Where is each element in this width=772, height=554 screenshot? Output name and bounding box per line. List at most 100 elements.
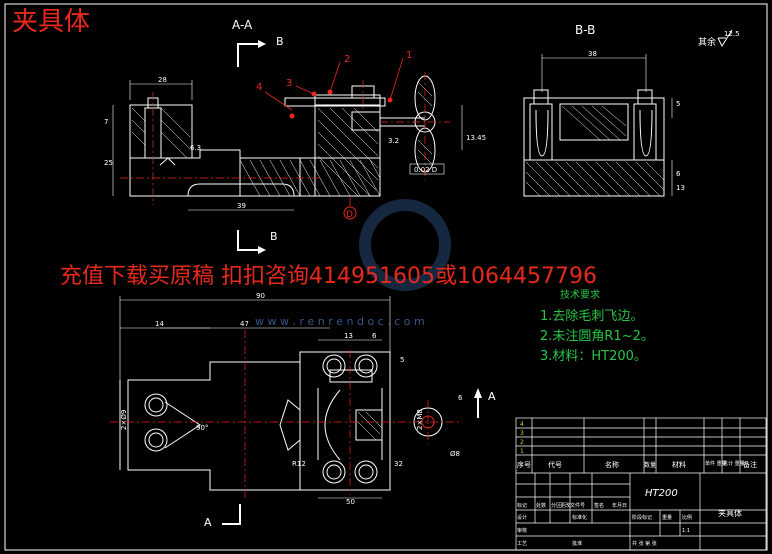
tb-cell: 标准化 bbox=[572, 514, 587, 521]
tb-cell: 比例 bbox=[682, 514, 692, 521]
tb-cell: 标记 bbox=[517, 502, 527, 509]
requirement-item: 3.材料：HT200。 bbox=[540, 349, 647, 364]
header-cell: 材料 bbox=[672, 460, 686, 469]
tb-cell: 审核 bbox=[517, 527, 527, 534]
balloon-3: 3 bbox=[286, 78, 292, 89]
tb-cell: 分区 bbox=[551, 502, 561, 509]
datum-letter: D bbox=[346, 210, 353, 220]
balloon-4: 4 bbox=[256, 82, 262, 93]
tb-cell: 签名 bbox=[594, 502, 604, 509]
dim-plan-v: 90° bbox=[196, 424, 208, 432]
watermark-url: w w w . r e n r e n d o c . c o m bbox=[255, 315, 425, 328]
dim-aa-top: 28 bbox=[158, 76, 167, 84]
drawing-frame bbox=[4, 3, 768, 551]
section-a-right-letter: A bbox=[488, 390, 496, 403]
title-block bbox=[515, 417, 767, 551]
roughness-symbol bbox=[717, 29, 733, 48]
tb-cell: 处数 bbox=[536, 502, 546, 509]
title-block-headers: 序号 代号 名称 数量 材料 单件 重量 总计 重量 备注 bbox=[517, 460, 757, 469]
arrow-head bbox=[474, 388, 482, 398]
tolerance-frame bbox=[409, 163, 445, 175]
requirement-item: 1.去除毛刺飞边。 bbox=[540, 309, 643, 324]
section-a-bottom-letter: A bbox=[204, 516, 212, 529]
section-arrow-a-bottom bbox=[222, 504, 241, 525]
balloon-2: 2 bbox=[344, 54, 350, 65]
drawing-title: 夹具体 bbox=[12, 7, 90, 37]
section-arrow-b-bottom bbox=[237, 230, 258, 251]
header-cell: 单件 重量 bbox=[705, 460, 727, 467]
part-number: 2 bbox=[520, 439, 524, 446]
datum-circle bbox=[343, 206, 357, 220]
roughness-note: 其余 bbox=[698, 36, 716, 48]
plan-center-lines bbox=[110, 330, 460, 500]
view-aa-hatch bbox=[131, 107, 381, 197]
tb-cell: 更改文件号 bbox=[560, 502, 585, 509]
view-bb-hatch bbox=[525, 105, 665, 197]
header-cell: 数量 bbox=[644, 461, 656, 469]
watermark-logo bbox=[359, 199, 451, 291]
balloon-leaders bbox=[264, 57, 404, 111]
dim-aa-right-h: 13.45 bbox=[466, 134, 486, 142]
dim-plan-hole-w2: 6 bbox=[372, 332, 377, 340]
dim-aa-r: 6.3 bbox=[190, 144, 201, 152]
dim-plan-phi: Ø8 bbox=[450, 450, 460, 458]
roughness-value: 12.5 bbox=[724, 30, 740, 38]
dim-plan-bottom: 50 bbox=[346, 498, 355, 506]
dim-plan-hole-w: 13 bbox=[344, 332, 353, 340]
section-aa-label: A-A bbox=[232, 18, 253, 32]
watermark-text: 充值下载买原稿 扣扣咨询414951605或1064457796 bbox=[60, 264, 597, 289]
header-cell: 名称 bbox=[605, 460, 619, 469]
dim-bb-top: 38 bbox=[588, 50, 597, 58]
tb-cell: 共 张 第 张 bbox=[632, 540, 657, 547]
dim-plan-total: 90 bbox=[256, 292, 265, 300]
dim-plan-left: 14 bbox=[155, 320, 164, 328]
balloon-dot bbox=[327, 89, 333, 95]
dim-aa-side-left: 7 bbox=[104, 118, 108, 126]
dim-aa-side-h: 25 bbox=[104, 159, 113, 167]
header-cell: 代号 bbox=[548, 460, 562, 469]
tb-cell: 1:1 bbox=[682, 528, 690, 534]
dim-plan-mid: 47 bbox=[240, 320, 249, 328]
arrow-head bbox=[258, 40, 266, 48]
plan-holes bbox=[144, 354, 443, 484]
dim-bb-r2: 6 bbox=[676, 170, 681, 178]
tb-cell: 年月日 bbox=[612, 502, 627, 509]
dim-aa-gap: 3.2 bbox=[388, 137, 399, 145]
arrow-head bbox=[258, 246, 266, 254]
title-block-cells: 标记 处数 分区 更改文件号 签名 年月日 设计 标准化 阶段标记 重量 比例 … bbox=[517, 502, 692, 547]
balloon-1: 1 bbox=[406, 50, 412, 61]
dim-plan-2x: 2×Ø9 bbox=[120, 410, 128, 430]
title-block-drawing-name: 夹具体 bbox=[718, 508, 742, 518]
title-block-parts: 4 3 2 1 bbox=[520, 421, 524, 455]
balloon-dot bbox=[311, 91, 317, 97]
dim-plan-r: R12 bbox=[292, 460, 306, 468]
tb-cell: 批准 bbox=[572, 540, 582, 547]
plan-hatch bbox=[357, 411, 383, 441]
requirements-title: 技术要求 bbox=[560, 288, 600, 301]
section-bb-label: B-B bbox=[575, 23, 595, 37]
plan-dim-lines bbox=[119, 296, 391, 499]
header-cell: 备注 bbox=[743, 460, 757, 469]
dim-plan-angle: 32 bbox=[394, 460, 403, 468]
dim-aa-tol: 0.02 D bbox=[414, 166, 437, 174]
tb-cell: 阶段标记 bbox=[632, 514, 652, 521]
bb-dim-lines bbox=[541, 54, 673, 196]
header-cell: 总计 重量 bbox=[723, 460, 745, 467]
tb-cell: 工艺 bbox=[517, 541, 527, 547]
part-number: 1 bbox=[520, 448, 524, 455]
requirement-item: 2.未注圆角R1~2。 bbox=[540, 329, 654, 344]
section-b-bottom-letter: B bbox=[270, 230, 278, 243]
dim-plan-side: 2×M8 bbox=[416, 409, 424, 430]
balloon-dot bbox=[387, 97, 393, 103]
dim-plan-right: 6 bbox=[458, 394, 463, 402]
section-b-top-letter: B bbox=[276, 35, 284, 48]
view-plan bbox=[119, 351, 391, 491]
title-block-material: HT200 bbox=[645, 488, 678, 499]
tb-cell: 重量 bbox=[662, 514, 672, 521]
header-cell: 序号 bbox=[517, 460, 531, 469]
part-number: 4 bbox=[520, 421, 524, 428]
dim-aa-slot: 39 bbox=[237, 202, 246, 210]
aa-dim-lines bbox=[112, 80, 463, 211]
dim-bb-r3: 13 bbox=[676, 184, 685, 192]
